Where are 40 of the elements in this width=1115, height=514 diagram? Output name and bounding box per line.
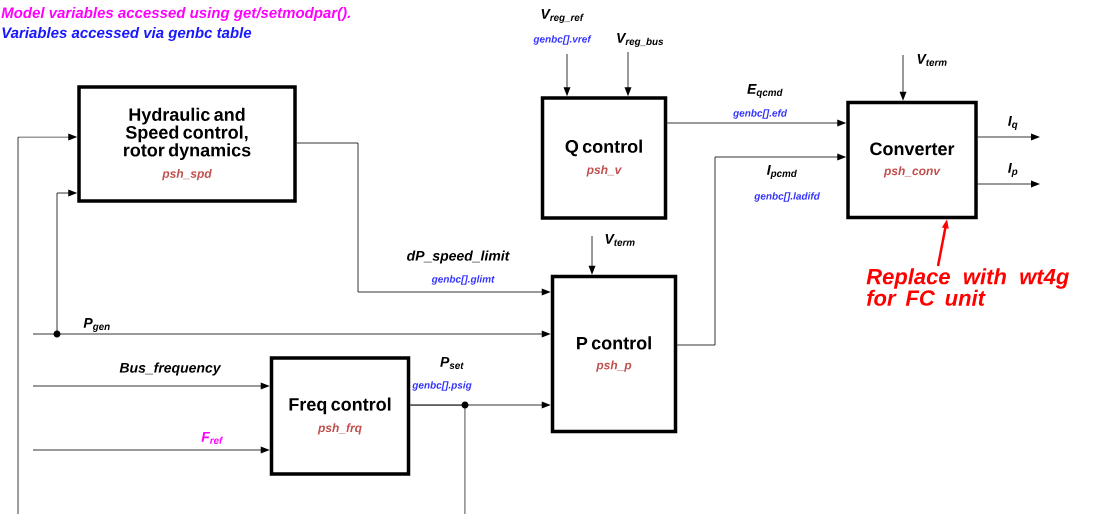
signal-arrow <box>624 51 632 97</box>
signal-arrow <box>32 446 270 454</box>
signal-label: P$_{set}$ <box>440 357 464 369</box>
note-text: Replace with wt4g for FC unit <box>866 268 1069 306</box>
signal-label: V$_{term}$ <box>917 54 947 66</box>
variable-label: genbc[].efd <box>733 109 788 119</box>
legend-note: Variables accessed via genbc table <box>2 27 252 41</box>
signal-arrow <box>32 382 270 390</box>
signal-arrow <box>563 53 571 97</box>
block-box: Freq control psh_frq <box>269 356 411 476</box>
variable-label: genbc[].glimt <box>431 275 495 285</box>
block-box: Hydraulic and Speed control, rotor dynamics psh_spd <box>77 85 297 203</box>
signal-label: dP_speed_limit <box>407 250 510 264</box>
variable-label: genbc[].ladifd <box>754 192 820 202</box>
signal-label: E$_{qcmd}$ <box>747 84 783 98</box>
signal-arrow <box>899 54 907 101</box>
signal-line <box>409 401 469 514</box>
signal-arrow <box>977 133 1040 141</box>
signal-label: Bus_frequency <box>119 362 222 376</box>
leader-arrow <box>936 219 949 267</box>
signal-arrow <box>666 119 847 127</box>
signal-arrow <box>32 330 551 338</box>
signal-label: F$_{ref}$ <box>201 432 224 444</box>
signal-label: I$_{p}$ <box>1008 163 1018 177</box>
legend-note: Model variables accessed using get/setmodpar(). <box>1 7 350 21</box>
signal-label: V$_{reg_ref}$ <box>541 9 584 23</box>
signal-arrow <box>17 133 78 514</box>
signal-arrow <box>588 235 596 275</box>
block-box: Q control psh_v <box>540 96 668 220</box>
variable-label: genbc[].vref <box>533 35 592 45</box>
block-box: Converter psh_conv <box>846 100 978 220</box>
block-box: P control psh_p <box>550 274 678 434</box>
signal-arrow <box>296 142 551 296</box>
signal-label: V$_{term}$ <box>605 234 635 246</box>
signal-label: V$_{reg_bus}$ <box>617 33 664 47</box>
signal-label: I$_{q}$ <box>1008 116 1018 130</box>
signal-label: I$_{pcmd}$ <box>767 165 797 179</box>
signal-arrow <box>676 153 847 346</box>
signal-arrow <box>977 180 1040 188</box>
signal-label: P$_{gen}$ <box>83 318 110 332</box>
